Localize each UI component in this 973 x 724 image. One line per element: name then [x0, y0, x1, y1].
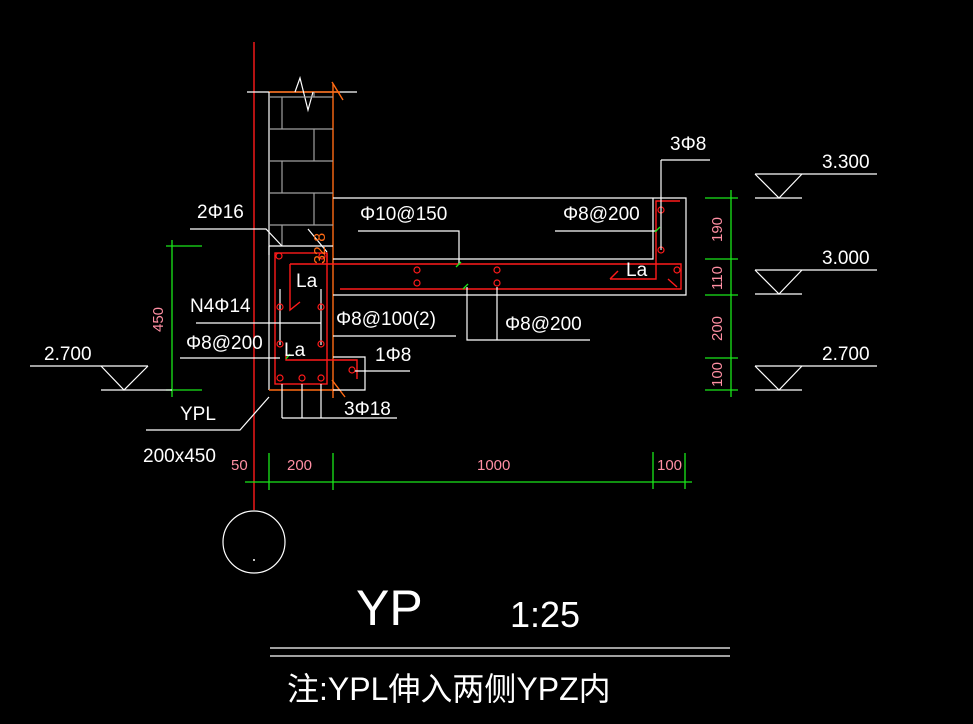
label-beam-stirrup: Φ8@200 [186, 333, 263, 354]
axis-bubble-dot [253, 559, 255, 561]
dim-vertical-right [705, 190, 738, 397]
dim-text-1000: 1000 [477, 457, 510, 474]
elevation-label-3000: 3.000 [822, 248, 870, 269]
dim-text-190: 190 [709, 217, 726, 242]
elevation-label-2700-right: 2.700 [822, 344, 870, 365]
label-la-2: La [284, 340, 306, 361]
dim-text-200-v: 200 [709, 316, 726, 341]
drawing-title: YP [356, 580, 423, 636]
slab-outline [333, 197, 687, 296]
label-slab-bottom-bar: Φ8@200 [505, 314, 582, 335]
elevation-label-2700-left: 2.700 [44, 344, 92, 365]
label-vertical-note: 32 8 [312, 233, 329, 264]
label-beam-stirrup-main: Φ8@100(2) [336, 309, 436, 330]
dim-text-110: 110 [709, 266, 726, 290]
slab-rebar [290, 159, 710, 290]
dim-horizontal [245, 452, 692, 490]
brick-wall [247, 75, 357, 390]
label-anchor-bar: 1Φ8 [375, 345, 411, 366]
drawing-note: 注:YPL伸入两侧YPZ内 [287, 671, 611, 707]
leader-lines [146, 228, 656, 431]
drawing-scale: 1:25 [510, 594, 580, 635]
label-slab-top-bar: Φ10@150 [360, 204, 447, 225]
dim-text-450: 450 [150, 307, 167, 332]
beam-rebar-cage [274, 252, 410, 419]
label-slab-dist-bar: Φ8@200 [563, 204, 640, 225]
dim-vertical-left [166, 240, 202, 397]
elevation-label-3300: 3.300 [822, 152, 870, 173]
dim-text-100: 100 [657, 457, 682, 474]
axis-bubble [222, 510, 286, 574]
dim-text-200: 200 [287, 457, 312, 474]
label-la-1: La [296, 271, 318, 292]
dim-text-50: 50 [231, 457, 248, 474]
label-top-bar: 2Φ16 [197, 202, 244, 223]
beam-outline [268, 245, 346, 398]
elevation-symbols [30, 173, 877, 391]
label-beam-name: YPL [180, 404, 216, 425]
label-bottom-bars: 3Φ18 [344, 399, 391, 420]
label-la-3: La [626, 260, 648, 281]
dim-ticks [285, 226, 661, 360]
label-beam-size: 200x450 [143, 446, 216, 467]
label-edge-bars: 3Φ8 [670, 134, 706, 155]
dim-text-100-v: 100 [709, 362, 726, 387]
label-side-bars: N4Φ14 [190, 296, 251, 317]
